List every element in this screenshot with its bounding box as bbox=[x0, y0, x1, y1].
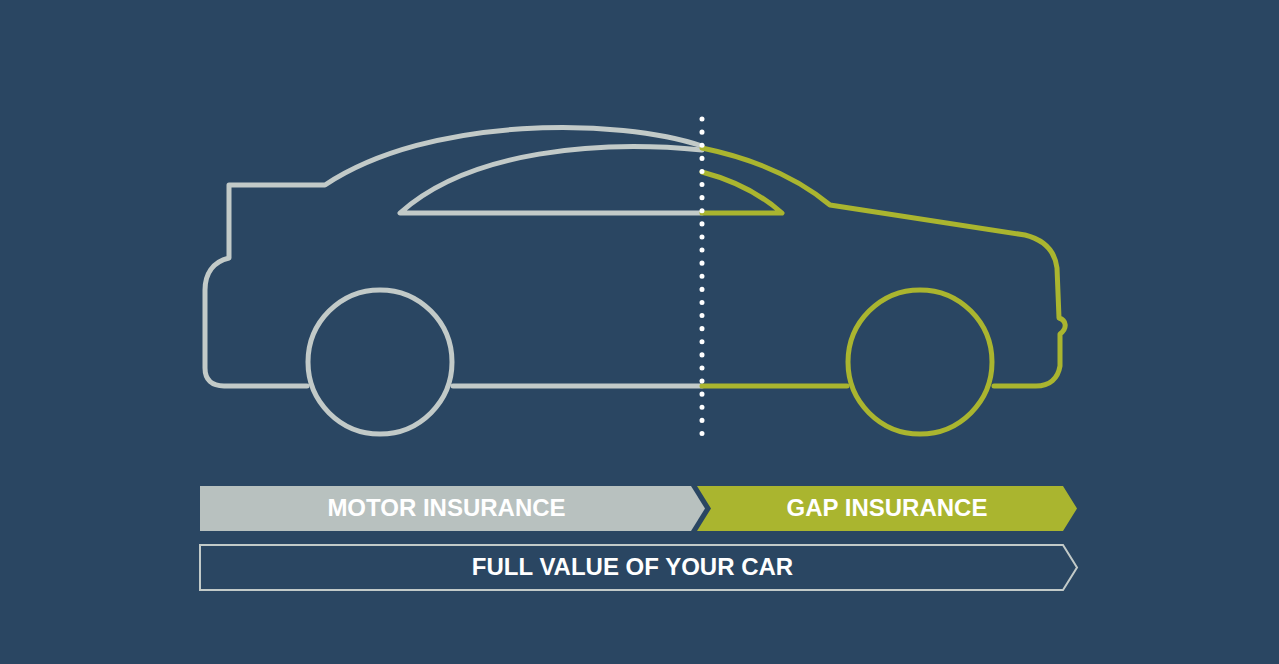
band-outline bbox=[697, 486, 1077, 531]
motor-insurance-band: MOTOR INSURANCE bbox=[200, 486, 705, 531]
band-label: FULL VALUE OF YOUR CAR bbox=[472, 554, 793, 580]
band-label: GAP INSURANCE bbox=[787, 495, 988, 521]
gap-insurance-band: GAP INSURANCE bbox=[697, 486, 1077, 531]
band-outline bbox=[200, 545, 1077, 590]
band-outline bbox=[200, 486, 705, 531]
car-rear-outline bbox=[205, 127, 702, 434]
divider-dotted-line bbox=[700, 119, 705, 434]
full-value-band: FULL VALUE OF YOUR CAR bbox=[200, 545, 1077, 590]
car-front-outline bbox=[702, 148, 1065, 434]
band-label: MOTOR INSURANCE bbox=[327, 495, 565, 521]
